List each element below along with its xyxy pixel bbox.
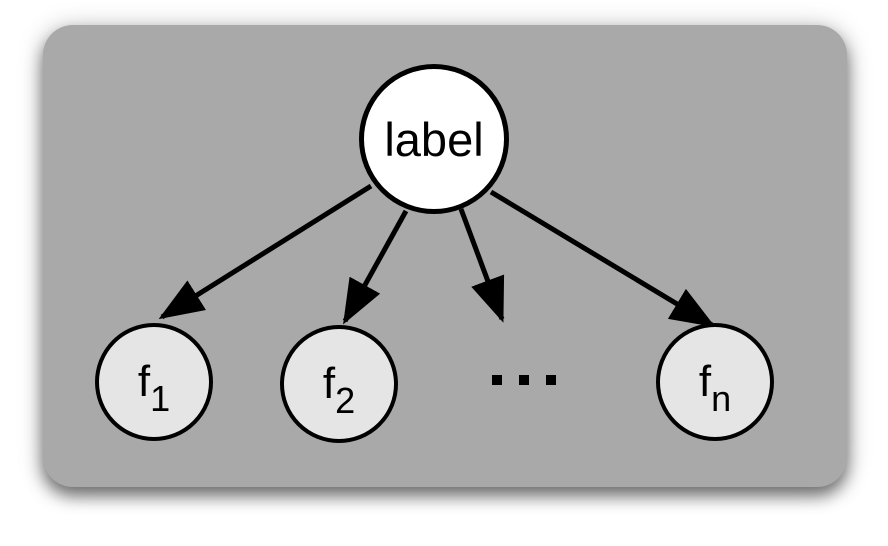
ellipsis-dot bbox=[546, 375, 556, 385]
ellipsis-dots bbox=[492, 375, 556, 385]
feature-node-f2: f2 bbox=[280, 325, 398, 443]
root-node-label: label bbox=[359, 64, 509, 214]
feature-node-f2-text: f2 bbox=[322, 359, 356, 422]
root-node-text: label bbox=[384, 112, 484, 166]
ellipsis-dot bbox=[492, 375, 502, 385]
ellipsis-dot bbox=[519, 375, 529, 385]
feature-node-f1-text: f1 bbox=[137, 357, 171, 420]
feature-node-fn: fn bbox=[656, 323, 774, 441]
feature-node-f1: f1 bbox=[95, 323, 213, 441]
feature-node-fn-text: fn bbox=[698, 357, 732, 420]
